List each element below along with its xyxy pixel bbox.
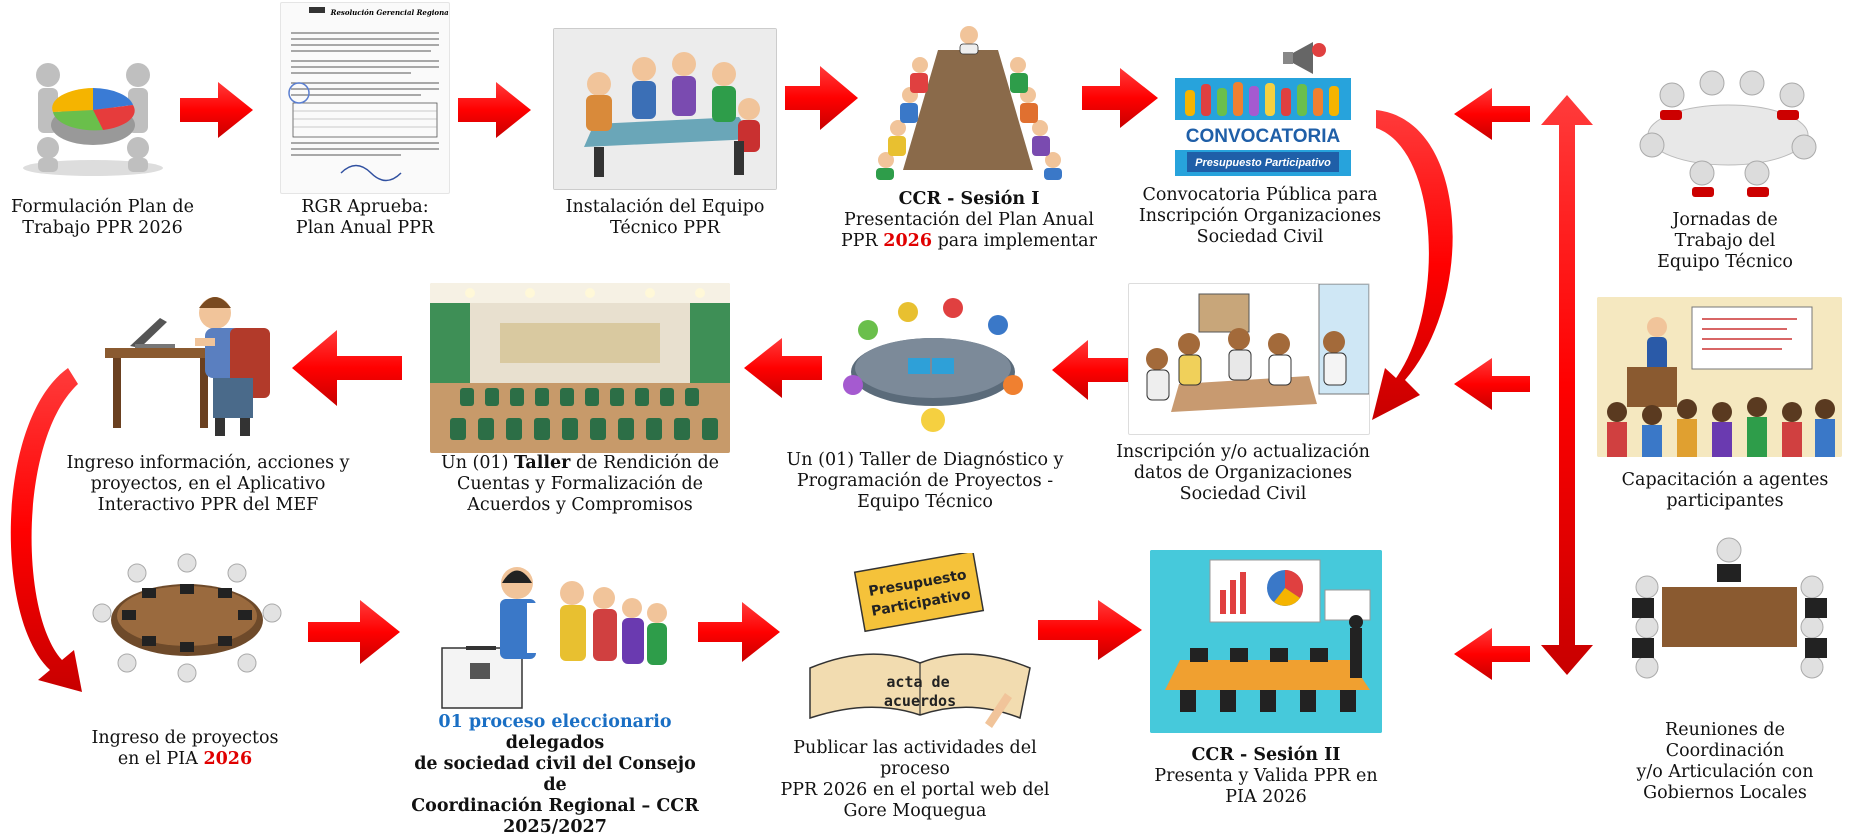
side-arrow-2 [1454,358,1530,410]
book-text-1: acta de [886,673,949,691]
training-image [1597,297,1842,457]
vertical-double-arrow [1541,95,1593,675]
side-arrow-1 [1454,88,1530,140]
book-text-2: acuerdos [884,692,956,710]
step-2-caption: RGR Aprueba:Plan Anual PPR [295,197,435,238]
arrow-right-4 [1082,68,1158,128]
convocatoria-sub: Presupuesto Participativo [1195,157,1331,169]
convocatoria-banner: CONVOCATORIA [1186,126,1341,147]
side-arrow-3 [1454,628,1530,680]
arrow-left-2 [744,338,822,398]
participatory-budget-sign-image: Presupuesto Participativo acta de acuerd… [790,553,1040,733]
round-table-computers-image [82,548,292,688]
document-title: Resolución Gerencial Regional [330,8,449,17]
arrow-left-3 [292,330,402,406]
curved-arrow-right [1372,110,1453,420]
convocatoria-image: CONVOCATORIA Presupuesto Participativo [1173,28,1353,178]
arrow-right-3 [785,66,858,130]
arrow-right-1 [180,82,253,138]
conference-room-image [430,283,730,453]
computer-user-image [95,278,290,440]
ccr-session-2-image [1150,550,1382,733]
registration-image [1128,283,1370,435]
curved-arrow-left [10,368,83,692]
resolution-document-image: Resolución Gerencial Regional [280,2,450,194]
ccr-session-1-title: CCR - Sesión I [898,189,1040,209]
arrow-right-5 [308,600,400,664]
team-meeting-image [553,28,777,190]
ccr-session-2-title: CCR - Sesión II [1191,745,1341,765]
step-11-caption: 01 proceso eleccionario delegados de soc… [411,712,699,837]
work-sessions-image [1612,55,1844,203]
step-13-caption: CCR - Sesión II Presenta y Valida PPR en… [1135,745,1397,808]
arrow-right-2 [458,82,531,138]
step-8-caption: Un (01) Taller de Rendición de Cuentas y… [440,453,720,515]
election-voting-image [432,553,677,711]
puzzle-workshop-image [828,290,1038,438]
arrow-right-6 [698,602,780,662]
board-meeting-image [858,20,1080,180]
arrow-right-7 [1038,600,1142,660]
step-4-caption: CCR - Sesión I Presentación del Plan Anu… [841,189,1097,251]
coordination-meeting-image [1617,532,1842,692]
arrow-left-1 [1052,340,1128,400]
step-10-caption: Ingreso de proyectos en el PIA 2026 [91,728,279,769]
people-pie-chart-image [8,30,178,180]
